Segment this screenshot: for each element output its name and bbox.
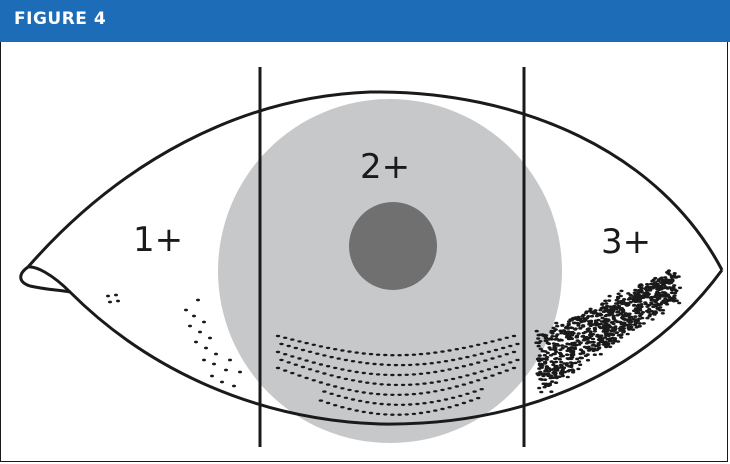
staining-dots-grade2 [275,334,520,416]
staining-dots-grade3 [534,269,683,394]
grade-label-1: 1+ [133,220,183,260]
caruncle [27,265,72,294]
lower-eyelid [19,265,724,426]
figure-title: FIGURE 4 [14,9,107,29]
figure-header: FIGURE 4 [0,0,730,42]
staining-dots-grade1 [106,293,242,388]
grade-label-2: 2+ [360,147,410,187]
grade-label-3: 3+ [601,222,651,262]
pupil-circle [349,202,437,290]
upper-eyelid [26,90,724,271]
eye-staining-diagram: 1+ 2+ 3+ [19,67,724,447]
